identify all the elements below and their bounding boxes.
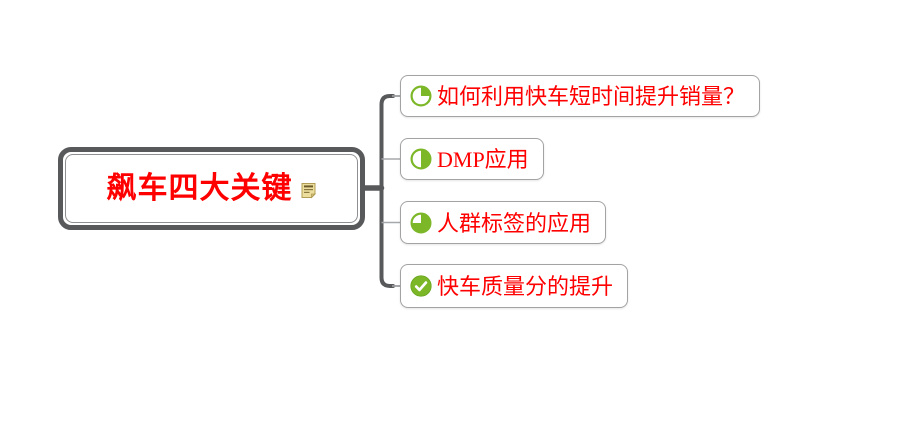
topic-label: 快车质量分的提升 <box>437 274 614 299</box>
topic-label: DMP应用 <box>437 147 529 172</box>
topic-boost-sales[interactable]: 如何利用快车短时间提升销量？ <box>400 75 761 117</box>
root-topic[interactable]: 飙车四大关键 <box>58 147 365 230</box>
topic-label: 如何利用快车短时间提升销量？ <box>437 84 746 109</box>
task-progress-25-icon[interactable] <box>410 85 432 107</box>
topic-quality-score[interactable]: 快车质量分的提升 <box>400 264 629 308</box>
notes-icon[interactable] <box>300 182 317 200</box>
task-done-icon[interactable] <box>410 275 432 297</box>
topic-audience-tags[interactable]: 人群标签的应用 <box>400 201 607 244</box>
topic-dmp[interactable]: DMP应用 <box>400 138 544 180</box>
task-progress-75-icon[interactable] <box>410 212 432 234</box>
root-topic-label: 飙车四大关键 <box>106 171 293 205</box>
topic-label: 人群标签的应用 <box>437 210 592 236</box>
task-progress-50-icon[interactable] <box>410 148 432 170</box>
